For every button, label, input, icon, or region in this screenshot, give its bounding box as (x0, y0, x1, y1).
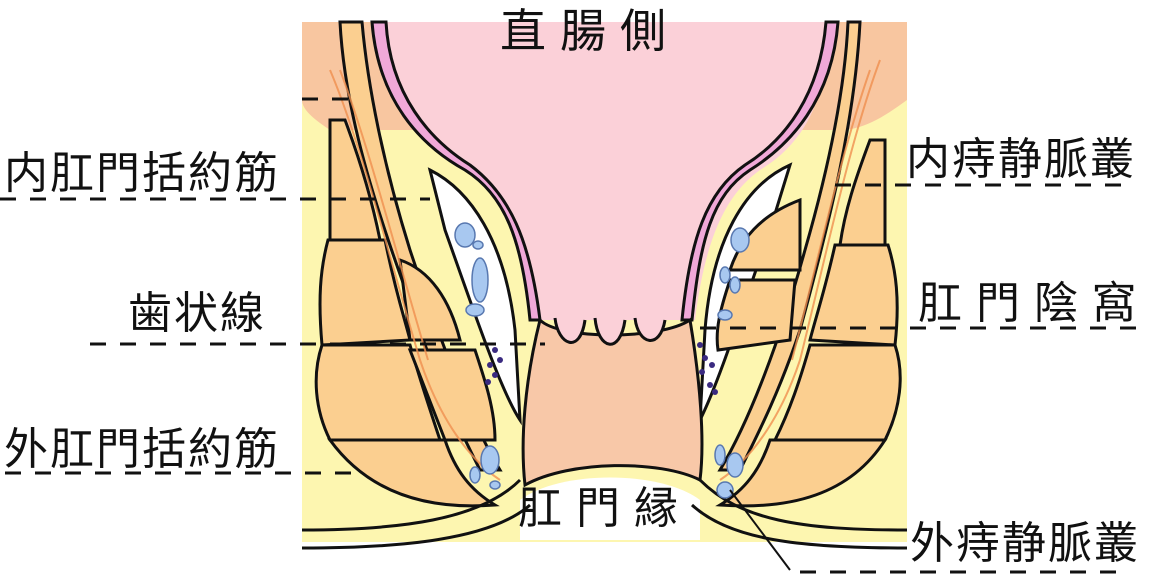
label-internal-sphincter: 内肛門括約筋 (4, 148, 280, 199)
label-internal-hemorrhoidal-plexus: 内痔静脈叢 (906, 134, 1136, 185)
leader-lines (0, 97, 1150, 574)
label-anal-crypt: 肛門陰窩 (918, 278, 1150, 329)
label-anal-verge: 肛門縁 (518, 483, 692, 534)
label-dentate-line: 歯状線 (128, 288, 266, 339)
illustration (301, 20, 908, 571)
label-external-sphincter: 外肛門括約筋 (4, 424, 280, 475)
title-rectum-side: 直腸側 (500, 4, 680, 58)
label-external-hemorrhoidal-plexus: 外痔静脈叢 (910, 518, 1140, 569)
